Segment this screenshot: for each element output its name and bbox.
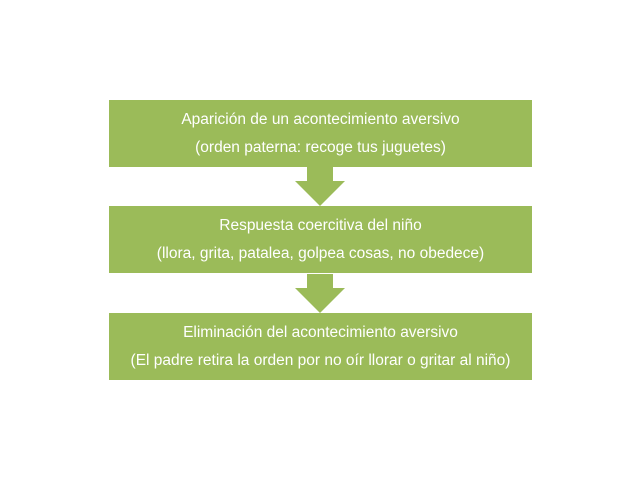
step-3-title: Eliminación del acontecimiento aversivo bbox=[183, 323, 458, 341]
step-2-title: Respuesta coercitiva del niño bbox=[219, 216, 422, 234]
step-1-title: Aparición de un acontecimiento aversivo bbox=[181, 110, 460, 128]
step-box-1: Aparición de un acontecimiento aversivo … bbox=[109, 100, 532, 167]
step-3-detail: (El padre retira la orden por no oír llo… bbox=[130, 351, 511, 369]
step-2-detail: (llora, grita, patalea, golpea cosas, no… bbox=[156, 244, 485, 262]
down-arrow-icon bbox=[295, 167, 345, 206]
step-box-2: Respuesta coercitiva del niño (llora, gr… bbox=[109, 206, 532, 273]
step-1-detail: (orden paterna: recoge tus juguetes) bbox=[195, 138, 446, 156]
down-arrow-icon bbox=[295, 274, 345, 313]
step-box-3: Eliminación del acontecimiento aversivo … bbox=[109, 313, 532, 380]
